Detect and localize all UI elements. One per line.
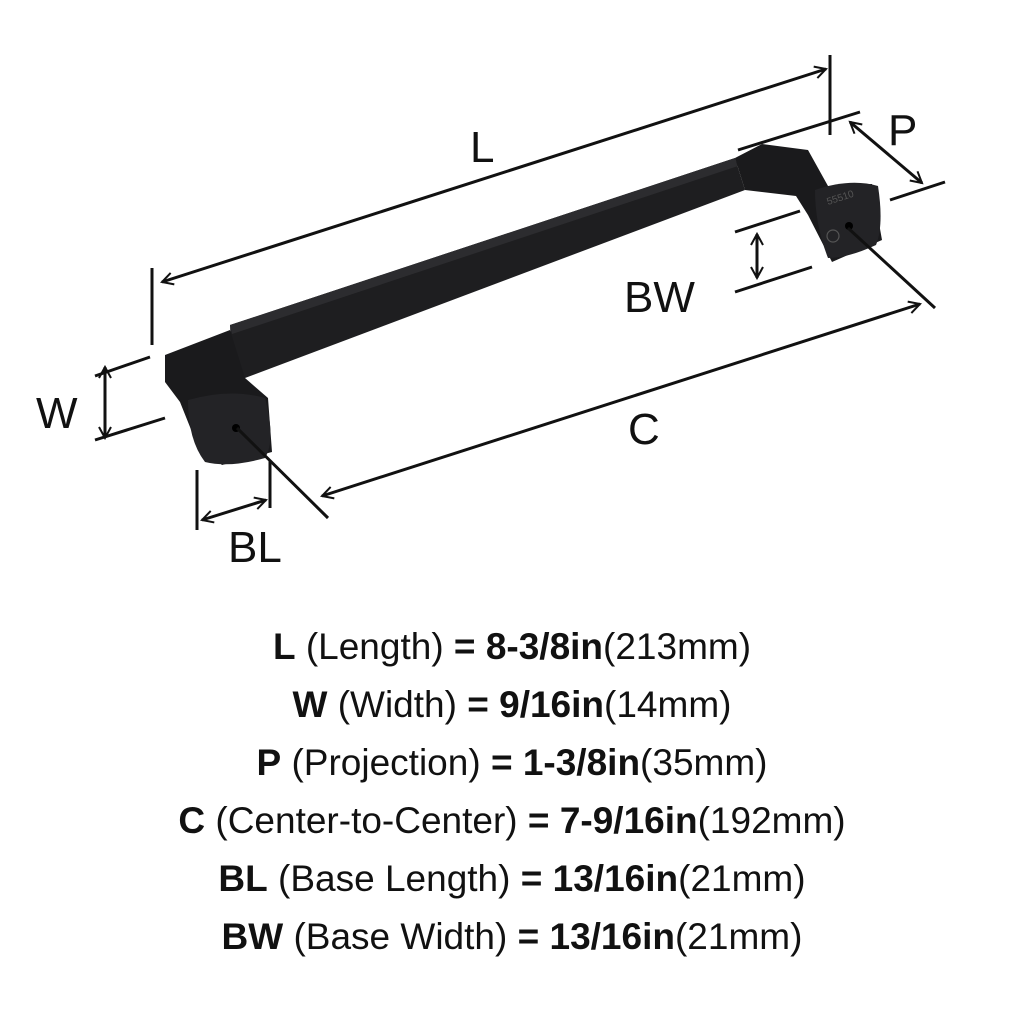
right-base (815, 182, 881, 258)
label-C: C (628, 405, 660, 454)
spec-line-base-width: BW (Base Width) = 13/16in(21mm) (0, 908, 1024, 966)
spec-key: L (272, 626, 296, 667)
spec-name: (Center-to-Center) (215, 800, 518, 841)
label-P: P (888, 106, 917, 155)
dimension-W (94, 355, 166, 442)
spec-eq: = (490, 742, 513, 783)
spec-line-length: L (Length) = 8-3/8in(213mm) (0, 618, 1024, 676)
spec-imperial: 7-9/16in (559, 800, 698, 841)
label-BW: BW (624, 273, 695, 322)
left-base (188, 393, 271, 465)
spec-imperial: 1-3/8in (522, 742, 641, 783)
spec-name: (Length) (305, 626, 444, 667)
dimension-BL (195, 460, 272, 530)
spec-eq: = (527, 800, 550, 841)
spec-line-base-length: BL (Base Length) = 13/16in(21mm) (0, 850, 1024, 908)
dimension-BW (734, 209, 813, 294)
dimension-L (150, 55, 832, 345)
spec-metric: (21mm) (674, 916, 803, 957)
spec-eq: = (517, 916, 540, 957)
spec-imperial: 8-3/8in (485, 626, 604, 667)
spec-key: P (256, 742, 282, 783)
spec-line-width: W (Width) = 9/16in(14mm) (0, 676, 1024, 734)
label-BL: BL (228, 523, 282, 572)
label-L: L (470, 123, 494, 172)
spec-imperial: 9/16in (499, 684, 605, 725)
dimension-diagram: 55510 (36, 55, 946, 572)
dimension-specs: L (Length) = 8-3/8in(213mm) W (Width) = … (0, 618, 1024, 966)
spec-metric: (21mm) (678, 858, 806, 899)
dimension-P (737, 110, 946, 202)
dimension-C (235, 226, 937, 520)
spec-name: (Width) (337, 684, 457, 725)
spec-line-projection: P (Projection) = 1-3/8in(35mm) (0, 734, 1024, 792)
spec-eq: = (453, 626, 476, 667)
label-W: W (36, 389, 78, 438)
spec-metric: (35mm) (640, 742, 768, 783)
spec-key: BL (218, 858, 268, 899)
spec-key: W (292, 684, 328, 725)
spec-imperial: 13/16in (549, 916, 675, 957)
spec-name: (Base Length) (278, 858, 511, 899)
spec-metric: (14mm) (604, 684, 732, 725)
spec-name: (Base Width) (293, 916, 508, 957)
spec-line-center-to-center: C (Center-to-Center) = 7-9/16in(192mm) (0, 792, 1024, 850)
spec-key: C (178, 800, 206, 841)
spec-imperial: 13/16in (552, 858, 679, 899)
spec-eq: = (520, 858, 543, 899)
cabinet-pull-handle: 55510 (165, 144, 882, 465)
spec-metric: (192mm) (697, 800, 846, 841)
spec-key: BW (221, 916, 284, 957)
spec-name: (Projection) (291, 742, 481, 783)
spec-metric: (213mm) (603, 626, 752, 667)
spec-eq: = (467, 684, 489, 725)
